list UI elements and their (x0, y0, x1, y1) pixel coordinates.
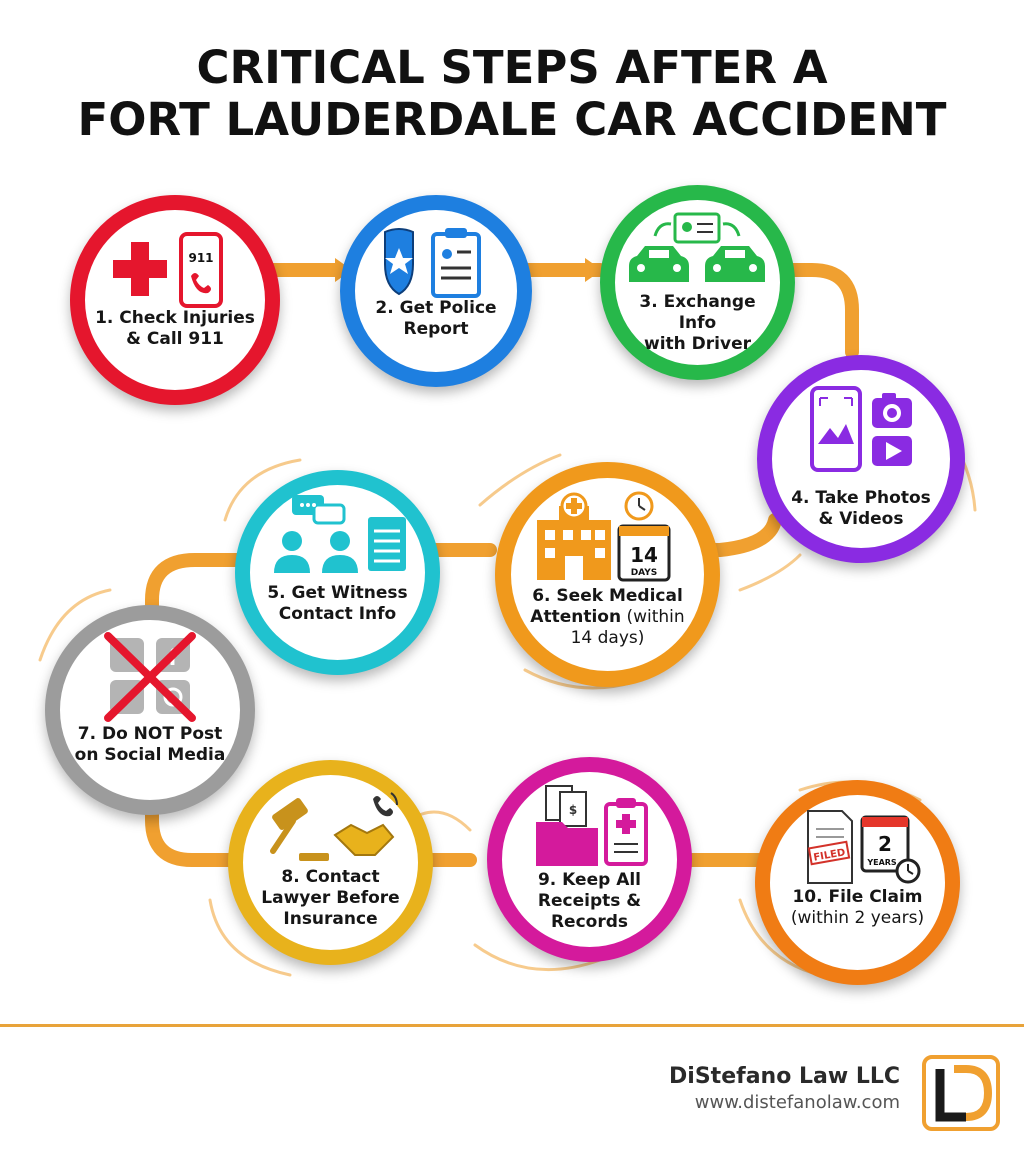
step-3-circle: 3. Exchange Info with Driver (600, 185, 795, 380)
step-5-label-line-2: Contact Info (278, 604, 397, 624)
step-10-label-line-2: (within 2 years) (790, 908, 925, 928)
notepad-icon (368, 517, 406, 571)
phone-911-text: 911 (188, 251, 213, 265)
red-cross-icon (113, 242, 167, 296)
folder-receipts-icon: $ (536, 785, 598, 866)
firm-url: www.distefanolaw.com (694, 1092, 900, 1113)
camera-icon (872, 393, 912, 428)
step-5-label-line-1: 5. Get Witness (267, 583, 408, 603)
step-4-label-line-2: & Videos (818, 509, 904, 529)
step-9-label: 9. Keep All Receipts & Records (510, 870, 669, 933)
step-7-label-line-1: 7. Do NOT Post (77, 724, 223, 744)
step-2-label: 2. Get Police Report (363, 298, 509, 340)
filed-stamp-text: FILED (813, 847, 846, 863)
step-9-label-line-1: 9. Keep All (537, 870, 642, 890)
svg-text:$: $ (569, 803, 577, 817)
hospital-icon (537, 492, 611, 580)
red-x-icon (104, 632, 196, 722)
page-title-line-1: CRITICAL STEPS AFTER A (196, 41, 828, 94)
phone-ringing-icon (373, 792, 398, 817)
calendar-unit: YEARS (866, 858, 897, 867)
step-4-label: 4. Take Photos & Videos (780, 488, 942, 530)
step-3-label: 3. Exchange Info with Driver (623, 292, 772, 355)
step-2-circle: 2. Get Police Report (340, 195, 532, 387)
step-10-label: 10. File Claim (within 2 years) (778, 887, 937, 929)
step-3-label-line-2: with Driver (644, 334, 751, 354)
step-10-label-line-1: 10. File Claim (792, 887, 923, 907)
step-3-label-line-1: 3. Exchange Info (639, 292, 756, 333)
step-2-label-line-2: Report (403, 319, 469, 339)
step-10-circle: FILED 2 YEARS 10. File Claim (within 2 y… (755, 780, 960, 985)
gavel-icon (270, 798, 329, 861)
step-1-label-line-2: & Call 911 (126, 329, 224, 349)
step-7-circle: f 7. Do NOT Post on Social Media (45, 605, 255, 815)
step-5-label: 5. Get Witness Contact Info (258, 583, 417, 625)
calendar-icon: 2 YEARS (860, 815, 910, 873)
id-card-icon (673, 212, 721, 244)
calendar-number: 2 (878, 832, 892, 856)
step-6-label-line-3: 14 days) (570, 628, 645, 648)
step-9-circle: $ 9. Keep All Receipts & Records (487, 757, 692, 962)
video-play-icon (872, 436, 912, 466)
medical-clipboard-icon (604, 798, 648, 866)
footer-divider (0, 1024, 1024, 1027)
filed-document-icon: FILED (807, 810, 853, 884)
page-title-line-2: FORT LAUDERDALE CAR ACCIDENT (77, 93, 947, 146)
step-5-circle: 5. Get Witness Contact Info (235, 470, 440, 675)
car-icon (705, 246, 765, 282)
step-8-label-line-1: 8. Contact (281, 867, 380, 887)
clock-icon (895, 858, 921, 884)
car-icon (629, 246, 689, 282)
phone-911-icon: 911 (179, 232, 223, 308)
step-1-circle: 911 1. Check Injuries & Call 911 (70, 195, 280, 405)
step-6-circle: 14 DAYS 6. Seek Medical Attention (withi… (495, 462, 720, 687)
phone-photo-icon (810, 386, 862, 472)
step-8-label: 8. Contact Lawyer Before Insurance (251, 867, 410, 930)
clipboard-report-icon (431, 228, 481, 298)
step-7-label: 7. Do NOT Post on Social Media (68, 724, 232, 766)
step-6-label-line-2a: Attention (530, 607, 622, 627)
handshake-icon (333, 823, 395, 856)
step-9-label-line-3: Records (550, 912, 629, 932)
step-4-label-line-1: 4. Take Photos (791, 488, 931, 508)
step-2-label-line-1: 2. Get Police (375, 298, 497, 318)
chat-bubbles-icon (292, 495, 346, 525)
step-1-label: 1. Check Injuries & Call 911 (93, 308, 257, 350)
step-6-label-line-2b: (within (621, 607, 685, 627)
step-1-label-line-1: 1. Check Injuries (95, 308, 255, 328)
clock-icon (624, 491, 654, 521)
step-4-circle: 4. Take Photos & Videos (757, 355, 965, 563)
distefano-logo (922, 1055, 1000, 1131)
step-8-label-line-2: Lawyer Before (261, 888, 400, 908)
calendar-icon: 14 DAYS (617, 524, 671, 582)
step-7-label-line-2: on Social Media (74, 745, 226, 765)
police-badge-icon (384, 228, 414, 296)
calendar-unit: DAYS (631, 568, 658, 578)
step-8-label-line-3: Insurance (283, 909, 378, 929)
firm-name: DiStefano Law LLC (669, 1064, 900, 1089)
calendar-number: 14 (630, 543, 658, 567)
step-6-label-line-1: 6. Seek Medical (532, 586, 683, 606)
step-6-label: 6. Seek Medical Attention (within 14 day… (519, 586, 696, 649)
step-9-label-line-2: Receipts & (537, 891, 642, 911)
step-8-circle: 8. Contact Lawyer Before Insurance (228, 760, 433, 965)
people-icon (274, 531, 358, 573)
